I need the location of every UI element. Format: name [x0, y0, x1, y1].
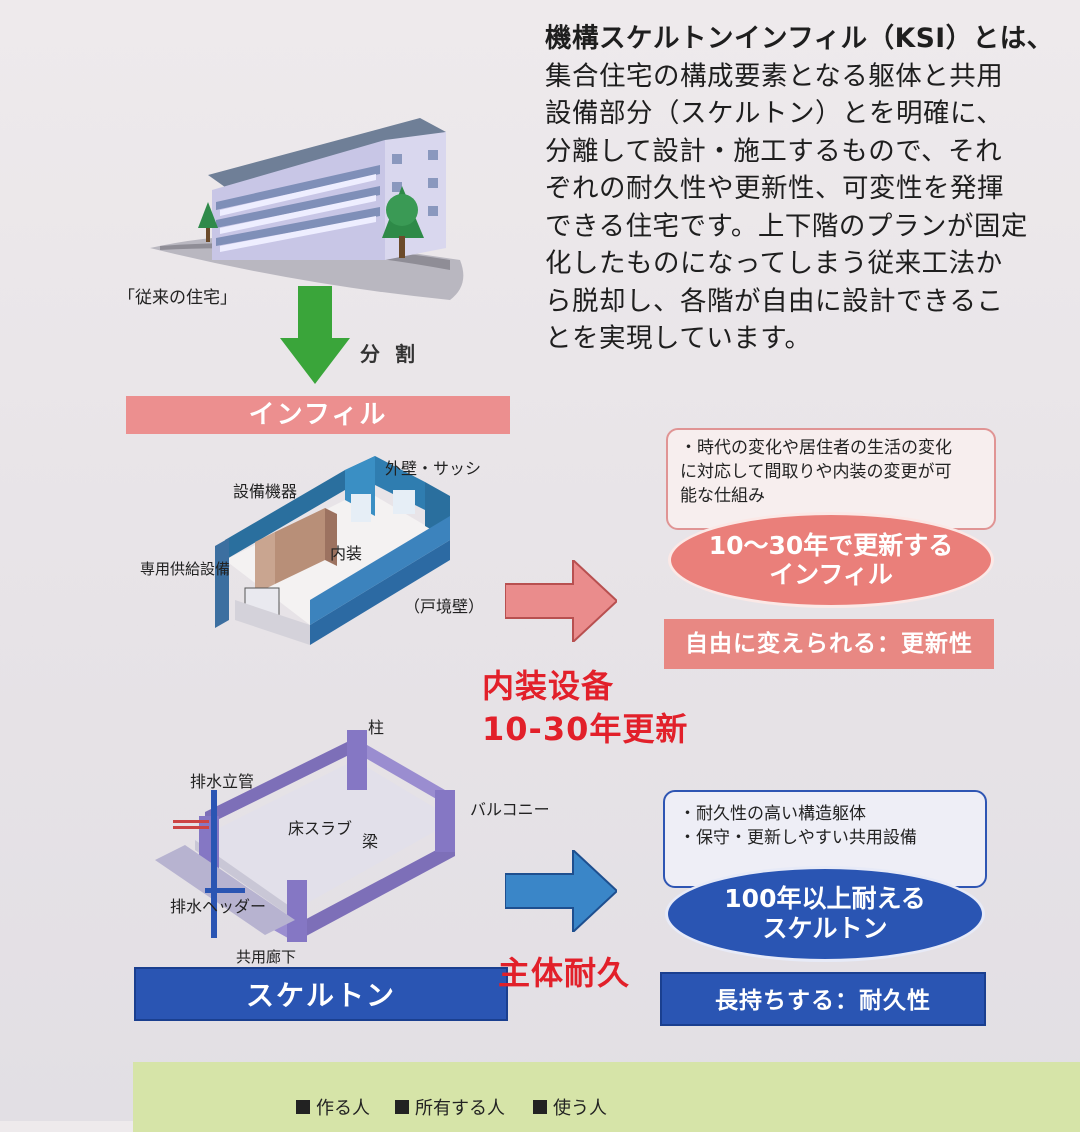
split-arrow-icon [280, 286, 350, 384]
infill-red-note-line-1: 内装设备 [482, 667, 615, 705]
legend-square-icon [296, 1100, 310, 1114]
intro-line-6: できる住宅です。上下階のプランが固定 [545, 210, 1028, 242]
traditional-house-label: 「従来の住宅」 [118, 288, 237, 308]
infill-renewability-bar: 自由に変えられる：更新性 [664, 619, 994, 669]
column-label: 柱 [368, 718, 385, 737]
intro-line-2: 集合住宅の構成要素となる躯体と共用 [545, 60, 1004, 92]
beam-label: 梁 [362, 832, 379, 851]
common-corridor-label: 共用廊下 [236, 948, 297, 966]
drain-header-label: 排水ヘッダー [170, 897, 267, 916]
intro-line-8: ら脱却し、各階が自由に設計できるこ [545, 285, 1004, 317]
skeleton-durability-ellipse: 100年以上耐える スケルトン [665, 866, 985, 962]
apartment-building-illustration [150, 118, 464, 300]
intro-line-3: 設備部分（スケルトン）とを明確に、 [545, 98, 1004, 129]
exterior-sash-label: 外壁・サッシ [385, 459, 482, 478]
intro-line-4: 分離して設計・施工するもので、それ [545, 135, 1003, 167]
skeleton-banner: スケルトン [134, 967, 508, 1021]
floor-slab-label: 床スラブ [288, 819, 353, 838]
infill-arrow-icon [505, 560, 617, 642]
intro-line-5: ぞれの耐久性や更新性、可変性を発揮 [545, 173, 1004, 204]
skeleton-durability-bar: 長持ちする：耐久性 [660, 972, 986, 1026]
intro-line-9: とを実現しています。 [545, 323, 812, 354]
equipment-label: 設備機器 [233, 482, 298, 501]
intro-line-1: 機構スケルトンインフィル（KSI）とは、 [545, 23, 1054, 54]
skeleton-red-note: 主体耐久 [498, 954, 631, 992]
legend-square-icon [395, 1100, 409, 1114]
legend-item-owner: 所有する人 [395, 1094, 505, 1120]
skeleton-arrow-icon [505, 850, 617, 932]
legend-item-maker: 作る人 [296, 1094, 370, 1120]
balcony-label: バルコニー [470, 800, 550, 819]
infill-unit-illustration [215, 456, 450, 645]
bottom-legend-panel [133, 1062, 1080, 1132]
supply-equipment-label: 専用供給設備 [140, 560, 231, 578]
drain-pipe-label: 排水立管 [190, 772, 255, 791]
split-label: 分 割 [360, 342, 419, 366]
infill-red-note-line-2: 10-30年更新 [482, 710, 689, 748]
legend-square-icon [533, 1100, 547, 1114]
infill-renewal-ellipse: 10～30年で更新する インフィル [668, 512, 994, 608]
intro-line-7: 化したものになってしまう従来工法か [545, 248, 1003, 279]
partition-wall-label: （戸境壁） [404, 597, 485, 616]
intro-text: 機構スケルトンインフィル（KSI）とは、 集合住宅の構成要素となる躯体と共用 設… [545, 20, 1065, 358]
legend-item-user: 使う人 [533, 1094, 607, 1120]
interior-label: 内装 [330, 544, 363, 563]
infill-banner: インフィル [126, 396, 510, 434]
skeleton-frame-illustration [155, 730, 455, 942]
